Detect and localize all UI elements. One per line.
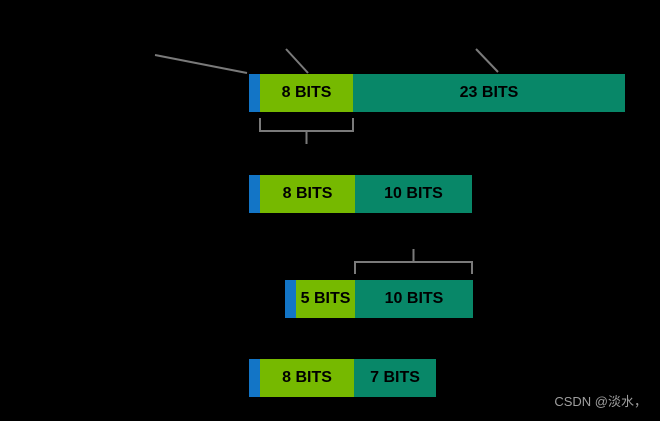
leader-line-mantissa xyxy=(475,48,499,73)
sign-bit-segment xyxy=(249,74,260,112)
sign-bit-segment xyxy=(249,359,260,397)
format-bar-row-3: 5 BITS 10 BITS xyxy=(285,280,473,318)
brace-exponent-bits xyxy=(259,118,354,144)
mantissa-segment: 23 BITS xyxy=(353,74,625,112)
exponent-bits-label: 5 BITS xyxy=(300,290,351,307)
mantissa-segment: 10 BITS xyxy=(355,280,473,318)
leader-line-exponent xyxy=(285,48,309,74)
sign-bit-segment xyxy=(285,280,296,318)
mantissa-segment: 7 BITS xyxy=(354,359,436,397)
exponent-segment: 8 BITS xyxy=(260,359,354,397)
mantissa-bits-label: 10 BITS xyxy=(384,185,443,202)
mantissa-bits-label: 10 BITS xyxy=(384,290,444,307)
brace-precision-bits xyxy=(354,249,473,274)
exponent-segment: 8 BITS xyxy=(260,175,355,213)
exponent-segment: 5 BITS xyxy=(296,280,355,318)
leader-line-sign-bit xyxy=(154,54,248,74)
format-bar-row-2: 8 BITS 10 BITS xyxy=(249,175,472,213)
mantissa-bits-label: 23 BITS xyxy=(459,84,519,101)
mantissa-segment: 10 BITS xyxy=(355,175,472,213)
exponent-bits-label: 8 BITS xyxy=(282,369,332,386)
exponent-segment: 8 BITS xyxy=(260,74,353,112)
exponent-bits-label: 8 BITS xyxy=(281,84,332,101)
mantissa-bits-label: 7 BITS xyxy=(370,369,420,386)
watermark-text: CSDN @淡水， xyxy=(554,394,647,409)
format-bar-row-1: 8 BITS 23 BITS xyxy=(249,74,625,112)
exponent-bits-label: 8 BITS xyxy=(282,185,333,202)
format-bar-row-4: 8 BITS 7 BITS xyxy=(249,359,436,397)
sign-bit-segment xyxy=(249,175,260,213)
